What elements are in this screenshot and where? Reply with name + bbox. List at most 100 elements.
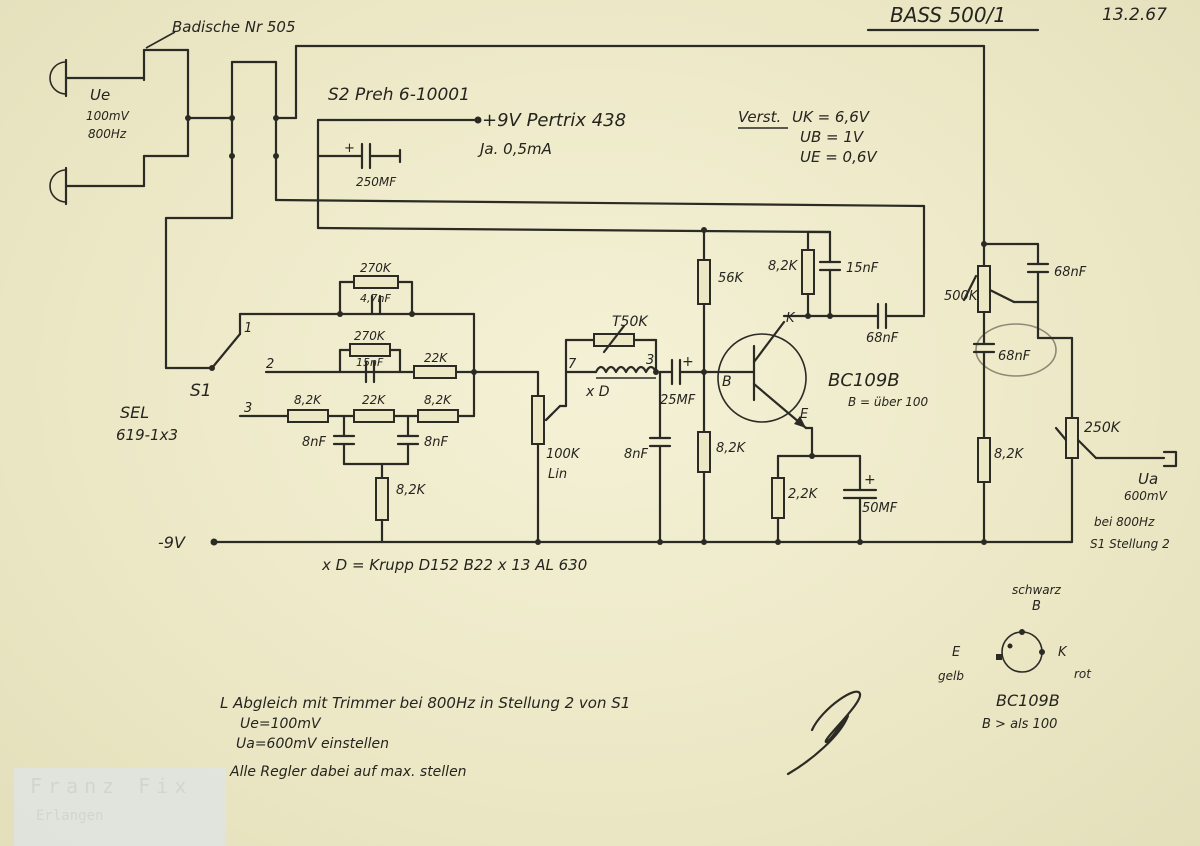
- junction: [701, 227, 707, 233]
- pot-arrow: [962, 274, 978, 302]
- output-position: S1 Stellung 2: [1090, 537, 1170, 551]
- plus-sign: +: [682, 354, 694, 370]
- r-56k-label: 56K: [718, 271, 745, 286]
- junction: [827, 313, 833, 319]
- junction: [653, 369, 659, 375]
- resistor-8k2-collector: [801, 249, 815, 295]
- resistor-22k-b: [353, 409, 395, 423]
- junction: [775, 539, 781, 545]
- transistor-beta: B = über 100: [848, 395, 929, 409]
- c-68nf-label: 68nF: [866, 331, 899, 346]
- r7-label: 8,2K: [396, 483, 427, 498]
- selector-part: 619-1x3: [116, 426, 178, 444]
- choke-pin-7: 7: [568, 357, 577, 372]
- note-line-4: Alle Regler dabei auf max. stellen: [229, 764, 467, 780]
- cap-8nf-label: 8nF: [624, 447, 649, 462]
- selector-pivot: [209, 365, 215, 371]
- resistor-8k2-out: [977, 437, 991, 483]
- selector-pos-2: 2: [266, 357, 274, 372]
- resistor-8k2-b: [417, 409, 459, 423]
- negative-terminal: [210, 538, 218, 546]
- supply-cap-label: 250MF: [356, 175, 397, 189]
- cap-25mf-label: 25MF: [660, 393, 696, 408]
- stamp: Franz Fix Erlangen: [14, 768, 226, 846]
- contact-arrow: [145, 31, 176, 49]
- pot-250k-label: 250K: [1084, 420, 1122, 436]
- selector-type: SEL: [120, 403, 149, 422]
- wire: [988, 288, 1016, 304]
- r-82k-out-label: 8,2K: [994, 447, 1025, 462]
- negative-rail-label: -9V: [158, 533, 186, 552]
- r3-label: 22K: [424, 351, 448, 365]
- output-level: 600mV: [1124, 489, 1168, 503]
- voltage-uk: UK = 6,6V: [792, 108, 871, 126]
- title: BASS 500/1: [890, 3, 1006, 27]
- stamp-name: Franz Fix: [30, 774, 193, 798]
- transistor-type: BC109B: [828, 370, 900, 391]
- c-50mf-label: 50MF: [862, 501, 898, 516]
- resistor-8k2-a: [287, 409, 329, 423]
- transistor-body: [717, 333, 807, 423]
- pot-500k[interactable]: [977, 265, 991, 313]
- emitter-label: E: [800, 407, 809, 422]
- junction: [857, 539, 863, 545]
- output-socket[interactable]: [1162, 450, 1178, 468]
- junction: [185, 115, 191, 121]
- pot-arrow: [544, 412, 554, 422]
- junction: [981, 539, 987, 545]
- pinout-beta: B > als 100: [982, 717, 1057, 732]
- date: 13.2.67: [1102, 5, 1167, 25]
- selector-pos-1: 1: [244, 321, 252, 336]
- selector-wiper[interactable]: [210, 332, 242, 370]
- resistor-22k: [413, 365, 457, 379]
- plus-sign: +: [864, 472, 876, 488]
- signature: [786, 690, 862, 776]
- resistor-8k2-c: [375, 477, 389, 521]
- wire-bus: [274, 198, 926, 208]
- junction: [273, 115, 279, 121]
- junction: [805, 313, 811, 319]
- supply-terminal: [474, 116, 482, 124]
- resistor-270k-2: [349, 343, 391, 357]
- pinout-pin-k: [1039, 649, 1045, 655]
- trimmer-arrow: [602, 324, 626, 354]
- pot-arrow: [1054, 426, 1068, 442]
- junction: [337, 311, 343, 317]
- input-frequency: 800Hz: [88, 127, 127, 141]
- voltage-ue: UE = 0,6V: [800, 148, 878, 166]
- voltage-ub: UB = 1V: [800, 128, 865, 146]
- wire-plus-rail: [316, 226, 832, 234]
- c2-label: 15nF: [356, 356, 384, 369]
- plus-sign: +: [344, 141, 355, 156]
- battery-label: +9V Pertrix 438: [482, 110, 626, 131]
- r-22k-e-label: 2,2K: [788, 487, 819, 502]
- junction: [657, 539, 663, 545]
- junction: [701, 369, 707, 375]
- pinout-k-pin: K: [1058, 645, 1068, 660]
- pinout-tab: [996, 654, 1002, 660]
- pinout-pin-b: [1019, 629, 1025, 635]
- pinout-k-color: rot: [1074, 667, 1092, 681]
- resistor-56k: [697, 259, 711, 305]
- pot-500k-label: 500K: [944, 289, 979, 304]
- pinout-type: BC109B: [996, 691, 1060, 710]
- resistor-2k2: [771, 477, 785, 519]
- c-68nf-mid-label: 68nF: [998, 349, 1031, 364]
- pinout-e-color: gelb: [938, 669, 964, 683]
- r-82k-c-label: 8,2K: [768, 259, 799, 274]
- input-level: 100mV: [86, 109, 130, 123]
- r6-label: 8,2K: [424, 393, 452, 407]
- trimmer-label: T50K: [612, 314, 649, 330]
- selector-pos-3: 3: [244, 401, 252, 416]
- pot-250k[interactable]: [1065, 417, 1079, 459]
- r2-label: 270K: [354, 329, 386, 343]
- pinout-b-pin: B: [1032, 599, 1041, 614]
- resistor-270k-1: [353, 275, 399, 289]
- pinout-pin-e: [1007, 643, 1013, 649]
- c4-label: 8nF: [424, 435, 449, 450]
- pencil-circle: [975, 323, 1057, 377]
- r1-label: 270K: [360, 261, 392, 275]
- junction: [229, 115, 235, 121]
- output-label: Ua: [1138, 470, 1158, 488]
- pot-100k[interactable]: [531, 395, 545, 445]
